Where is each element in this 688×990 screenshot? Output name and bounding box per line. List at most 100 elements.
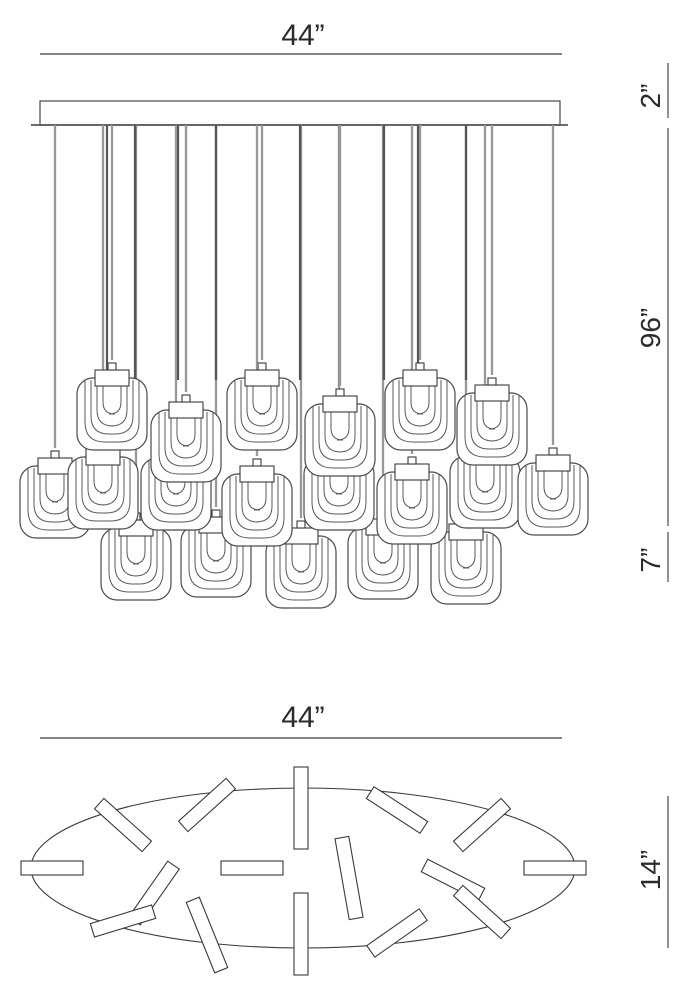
pendant [376,456,448,545]
pendant-glass-contour [114,530,158,585]
pendant-glass-contour [438,534,494,597]
plan-pendant-marker [20,860,84,876]
pendant-glass-contour [158,412,214,475]
pendant [76,362,148,451]
pendant [384,362,456,451]
pendant-cap [322,395,358,413]
pendant-glass-contour [120,530,152,577]
pendant-glass-contour [444,534,488,589]
pendant-glass-contour [373,529,393,564]
pendant-cap-stem [252,458,262,467]
plan-pendant-marker [420,858,486,902]
pendant-glass-contour [164,412,208,467]
pendant-glass-contour [240,380,284,435]
pendant-glass-contour [384,474,440,537]
plan-pendant-marker [177,777,237,833]
pendant-glass-contour [317,460,361,515]
pendant-glass-contour [537,465,569,512]
pendant-glass-contour [170,412,202,459]
plan-width-label: 44” [281,701,324,734]
pendant-cap [94,369,130,387]
pendant-glass-contour [482,395,502,430]
pendant-cap [402,369,438,387]
plan-pendant-marker [452,884,512,940]
pendant-glass-contour [525,465,581,528]
pendant-height-label: 7” [635,548,666,573]
pendant-glass-contour [166,460,186,495]
pendant-glass-contour [311,460,367,523]
plan-pendant-marker [452,797,512,853]
pendant-glass-contour [229,476,285,539]
pendant [226,362,298,451]
pendant-cap-stem [211,509,221,518]
pendant-glass-contour [206,527,226,562]
pendant-glass-contour [469,458,501,505]
pendant-cap [239,465,275,483]
pendant-glass-contour [396,474,428,521]
pendant-cap-stem [407,456,417,465]
pendant-glass-contour [96,380,128,427]
pendant-glass-contour [463,458,507,513]
pendant-glass-contour [355,529,411,592]
pendant-glass-contour [404,380,436,427]
pendant-glass-contour [531,465,575,520]
pendant-glass-contour [87,459,119,506]
pendant-glass-contour [108,530,164,593]
pendant [150,394,222,483]
canopy-body [39,100,561,126]
pendant [517,447,589,536]
pendant-glass-contour [154,460,198,515]
pendant-glass-contour [279,538,323,593]
pendant-glass-contour [312,406,368,469]
pendant-glass-contour [329,460,349,495]
pendant-glass-contour [252,380,272,415]
pendant-glass-contour [367,529,399,576]
pendant-cap-stem [487,377,497,386]
pendant-glass-contour [273,538,329,601]
pendant-glass-contour [148,460,204,523]
drop-length-label: 96” [635,308,666,348]
pendant-glass-contour [402,474,422,509]
pendant-glass-contour [45,468,65,503]
pendant-cap [37,457,73,475]
pendant-glass-contour [291,538,311,573]
pendant-cap-stem [548,447,558,456]
pendant-cap-stem [107,362,117,371]
pendant-cap [168,401,204,419]
plan-pendant-marker [89,904,157,938]
pendant-glass-contour [247,476,267,511]
pendant [430,516,502,605]
pendant-glass-contour [102,380,122,415]
plan-pendant-marker [366,908,428,958]
plan-pendant-marker [220,860,284,876]
pendant-glass-contour [126,530,146,565]
pendant-glass-contour [476,395,508,442]
pendant-glass-contour [330,406,350,441]
pendant-cap-stem [257,362,267,371]
pendant-glass-contour [176,412,196,447]
vertical-dimension-labels: 2” 96” 7” [635,63,669,582]
pendant-cap-stem [50,450,60,459]
pendant-cap-stem [181,394,191,403]
pendant-glass-contour [450,534,482,581]
pendant-glass-contour [470,395,514,450]
pendant-glass-contour [81,459,125,514]
pendant-glass-contour [84,380,140,443]
pendant-glass-contour [160,460,192,507]
pendant [456,377,528,466]
pendant-glass-contour [392,380,448,443]
pendant [304,388,376,477]
canopy-height-label: 2” [635,84,666,109]
pendant-cap-stem [415,362,425,371]
pendant-glass-contour [241,476,273,523]
pendant-glass-contour [318,406,362,461]
plan-pendant-marker [293,892,309,976]
plan-depth-label: 14” [635,850,666,890]
plan-pendant-markers [20,766,587,976]
plan-pendant-marker [523,860,587,876]
pendant-glass-contour [457,458,513,521]
plan-pendant-marker [293,766,309,850]
pendant-glass-contour [475,458,495,493]
pendant-glass-contour [246,380,278,427]
